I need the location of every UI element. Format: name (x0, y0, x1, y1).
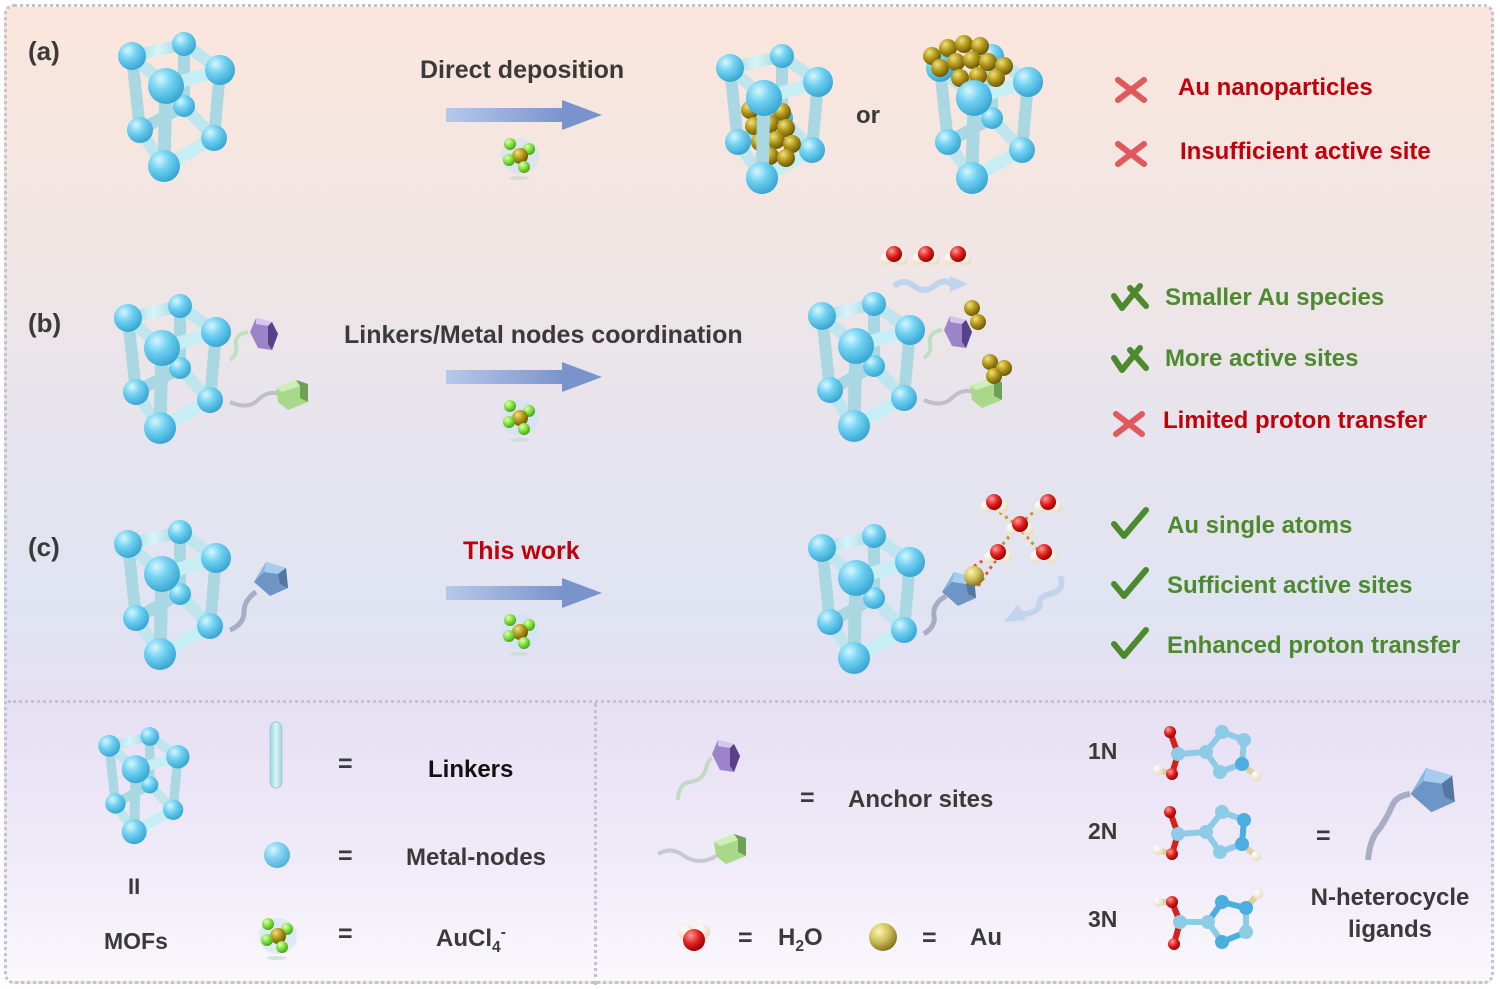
legend-divider (594, 703, 597, 985)
proton-transfer-arrow-icon (1004, 574, 1065, 622)
cross-icon (1112, 74, 1152, 110)
au-nanoparticle-cluster-icon (923, 35, 1013, 87)
outcome-text: Au nanoparticles (1178, 74, 1373, 101)
outcome-text: Limited proton transfer (1163, 407, 1428, 434)
mof-with-au-nanoparticles-on-top-icon (900, 35, 1060, 200)
mof-with-au-nanoparticles-inside-icon (690, 40, 850, 200)
purple-anchor-site-icon (676, 740, 740, 801)
aucl4-superscript: - (500, 924, 506, 941)
water-molecules-icon (880, 246, 972, 265)
row-a-method: Direct deposition (420, 56, 625, 84)
row-a-label: (a) (28, 36, 60, 66)
equals-sign: = (338, 842, 353, 870)
cross-icon (1110, 408, 1150, 444)
mofs-label: MOFs (104, 928, 168, 954)
equals-sign: = (338, 920, 353, 948)
h2o-h: H (778, 924, 796, 951)
ligand-2n-label: 2N (1088, 818, 1118, 844)
linker-icon (269, 721, 283, 789)
outcome-text: Enhanced proton transfer (1167, 632, 1461, 659)
metal-nodes-label: Metal-nodes (406, 844, 547, 871)
row-b-label: (b) (28, 308, 62, 338)
green-anchor-site-icon (657, 834, 746, 864)
au-atom-legend-icon (869, 923, 897, 951)
legend-panel (8, 700, 1492, 982)
ligand-3n-structure-icon (1153, 889, 1263, 950)
mof-with-au-single-atom-icon (782, 494, 1062, 680)
check-icon (1110, 508, 1150, 544)
aucl4-legend-icon (259, 918, 297, 960)
equals-sign: = (338, 750, 353, 778)
linkers-label: Linkers (428, 756, 514, 783)
reaction-arrow-icon (446, 100, 602, 130)
equals-sign: = (922, 924, 937, 952)
row-c-method: This work (463, 537, 580, 565)
partial-check-icon (1110, 282, 1150, 318)
anchor-sites-label: Anchor sites (848, 786, 994, 813)
outcome-text: Au single atoms (1167, 512, 1353, 539)
outcome-text: Smaller Au species (1165, 284, 1385, 311)
equals-sign: = (738, 924, 753, 952)
au-label: Au (970, 924, 1002, 951)
cross-icon (1112, 138, 1152, 174)
h2o-subscript: 2 (795, 937, 805, 955)
aucl4-molecule-icon (501, 400, 539, 442)
blocked-transfer-arrow-icon (892, 276, 968, 293)
mof-with-anchor-sites-icon (88, 290, 308, 450)
ligand-1n-label: 1N (1088, 738, 1118, 764)
h2o-label: H2O (778, 924, 823, 956)
aucl4-molecule-icon (501, 138, 539, 180)
au-single-atom-icon (964, 566, 984, 586)
legend-mof-icon (78, 724, 208, 854)
mof-with-n-heterocycle-icon (88, 516, 288, 676)
mof-framework-icon (92, 28, 252, 188)
ligand-1n-structure-icon (1153, 725, 1261, 781)
h2o-o: O (804, 924, 823, 951)
outcome-text: Sufficient active sites (1167, 572, 1413, 599)
mof-with-au-clusters-icon (782, 288, 1012, 448)
reaction-arrow-icon (446, 578, 602, 608)
ligand-3n-label: 3N (1088, 906, 1118, 932)
aucl4-subscript: 4 (492, 938, 501, 956)
aucl4-label: AuCl4- (436, 924, 506, 957)
outcome-text: Insufficient active site (1180, 138, 1431, 165)
partial-check-icon (1110, 344, 1150, 380)
equals-sign: = (1316, 822, 1331, 850)
reaction-arrow-icon (446, 362, 602, 392)
n-heterocycle-label-line2: ligands (1347, 916, 1432, 943)
row-c-label: (c) (28, 532, 60, 562)
row-b-method: Linkers/Metal nodes coordination (344, 321, 743, 349)
ligand-2n-structure-icon (1153, 805, 1261, 861)
check-icon (1110, 568, 1150, 604)
aucl4-molecule-icon (501, 614, 539, 656)
metal-node-icon (264, 842, 290, 868)
n-heterocycle-ligand-icon (1365, 768, 1455, 861)
water-molecule-legend-icon (678, 924, 710, 951)
aucl4-base: AuCl (436, 925, 492, 952)
check-icon (1110, 628, 1150, 664)
outcome-text: More active sites (1165, 345, 1359, 372)
or-connector: or (856, 102, 880, 129)
equals-sign: = (800, 784, 815, 812)
mofs-equivalence-sign: II (128, 874, 141, 899)
n-heterocycle-label-line1: N-heterocycle (1310, 884, 1470, 911)
